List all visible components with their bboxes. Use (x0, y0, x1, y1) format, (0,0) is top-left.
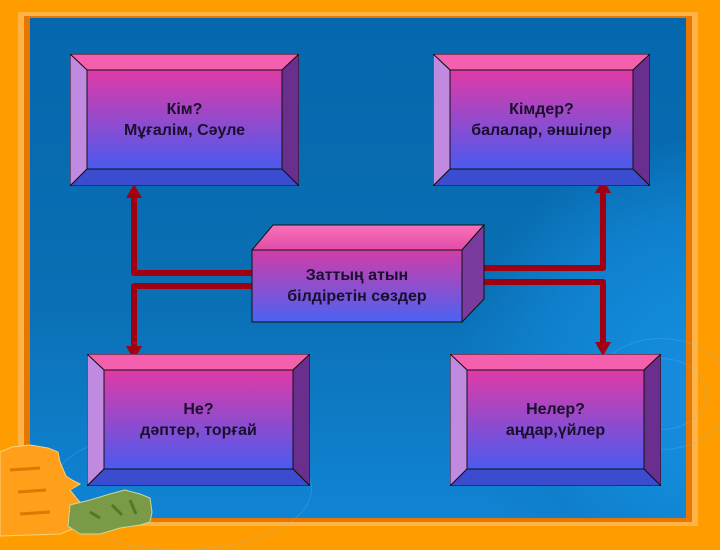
node-question: Не? (183, 400, 214, 418)
bevel-frame (450, 354, 661, 486)
node-question: Кім? (166, 100, 203, 118)
node-bottom-left[interactable]: Не? дәптер, торғай (87, 354, 310, 486)
center-node[interactable]: Заттың атын білдіретін сөздер (251, 224, 486, 323)
node-top-left[interactable]: Кім? Мұғалім, Сәуле (70, 54, 299, 186)
center-line-2: білдіретін сөздер (287, 288, 427, 305)
node-examples: аңдар,үйлер (505, 421, 606, 439)
node-examples: дәптер, торғай (140, 421, 257, 439)
bevel-frame (87, 354, 310, 486)
node-question: Кімдер? (509, 100, 574, 118)
cube-frame (251, 224, 486, 323)
bevel-frame (70, 54, 299, 186)
node-question: Нелер? (526, 400, 585, 418)
node-bottom-right[interactable]: Нелер? аңдар,үйлер (450, 354, 661, 486)
center-line-1: Заттың атын (305, 267, 409, 284)
node-examples: Мұғалім, Сәуле (123, 121, 246, 139)
node-top-right[interactable]: Кімдер? балалар, әншілер (433, 54, 650, 186)
bevel-frame (433, 54, 650, 186)
node-examples: балалар, әншілер (471, 121, 612, 139)
